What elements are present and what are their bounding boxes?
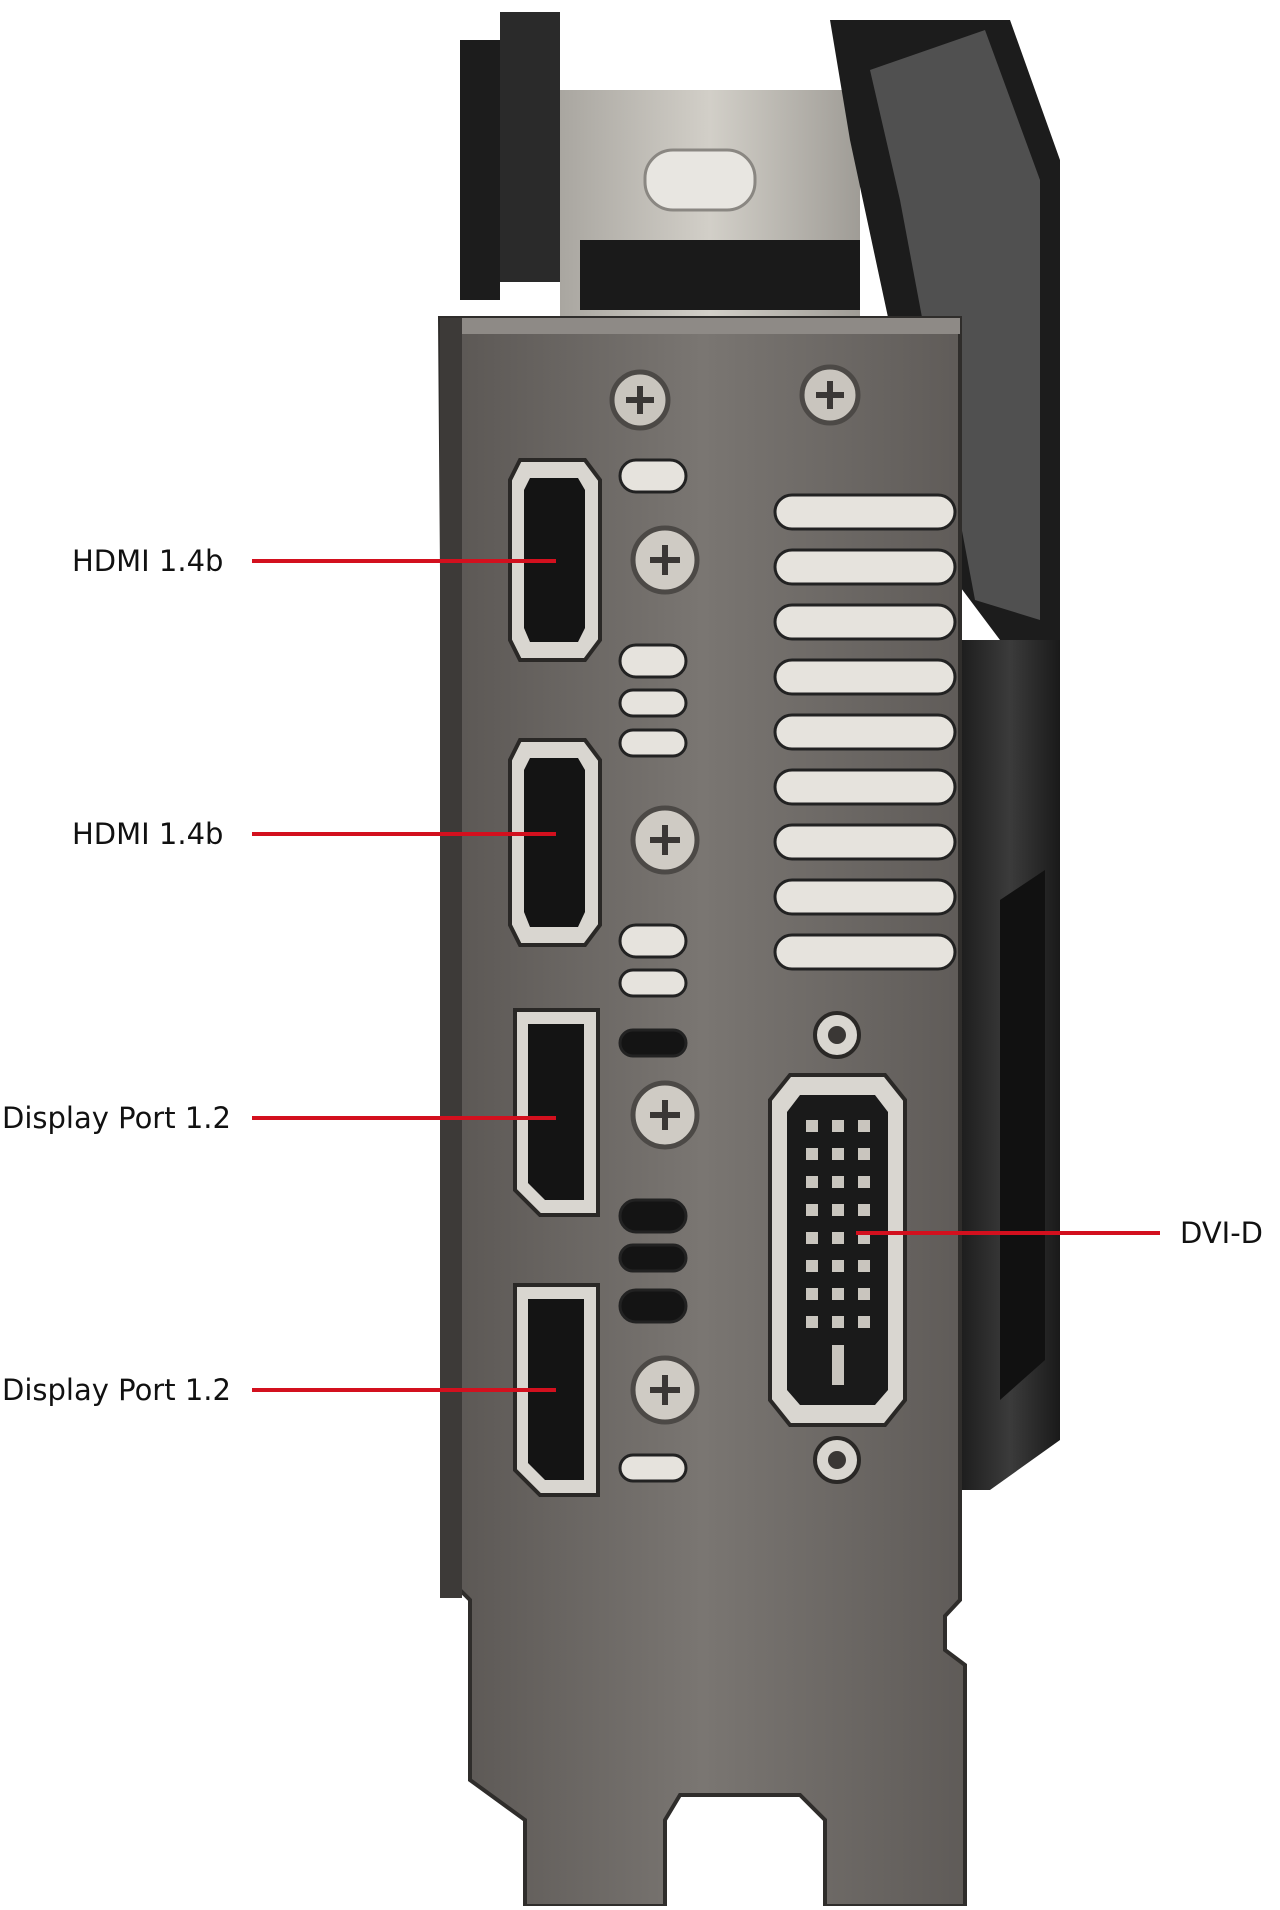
vent-slots	[773, 493, 957, 971]
port-screw-icon	[630, 1355, 700, 1425]
shroud-vent	[1000, 870, 1045, 1400]
displayport-port-icon	[513, 1283, 600, 1497]
bracket-top-fold	[440, 318, 960, 334]
small-vent-slots	[618, 458, 688, 1483]
port-screw-icon	[630, 1080, 700, 1150]
heatsink-base	[580, 240, 860, 310]
leader-lines	[252, 559, 1160, 1392]
dvi-pin-grid	[806, 1120, 870, 1328]
displayport-label-2: Display Port 1.2	[2, 1373, 231, 1407]
mount-screw-icon	[609, 369, 671, 431]
bracket-left-edge	[440, 318, 462, 1598]
pcb-edge	[460, 40, 500, 300]
heatpipe	[643, 148, 757, 212]
hdmi-port-icon	[508, 738, 602, 947]
displayport-port-icon	[513, 1008, 600, 1217]
hdmi-label-1: HDMI 1.4b	[72, 544, 224, 578]
hdmi-label-2: HDMI 1.4b	[72, 817, 224, 851]
fan-edge	[500, 12, 560, 282]
dvi-port-icon	[768, 1011, 907, 1484]
port-screw-icon	[630, 805, 700, 875]
dvi-flat-pin	[832, 1345, 844, 1385]
port-screw-icon	[630, 525, 700, 595]
dvi-label: DVI-D	[1180, 1216, 1264, 1250]
displayport-label-1: Display Port 1.2	[2, 1101, 231, 1135]
shroud-side	[960, 640, 1060, 1490]
mount-screw-icon	[799, 364, 861, 426]
